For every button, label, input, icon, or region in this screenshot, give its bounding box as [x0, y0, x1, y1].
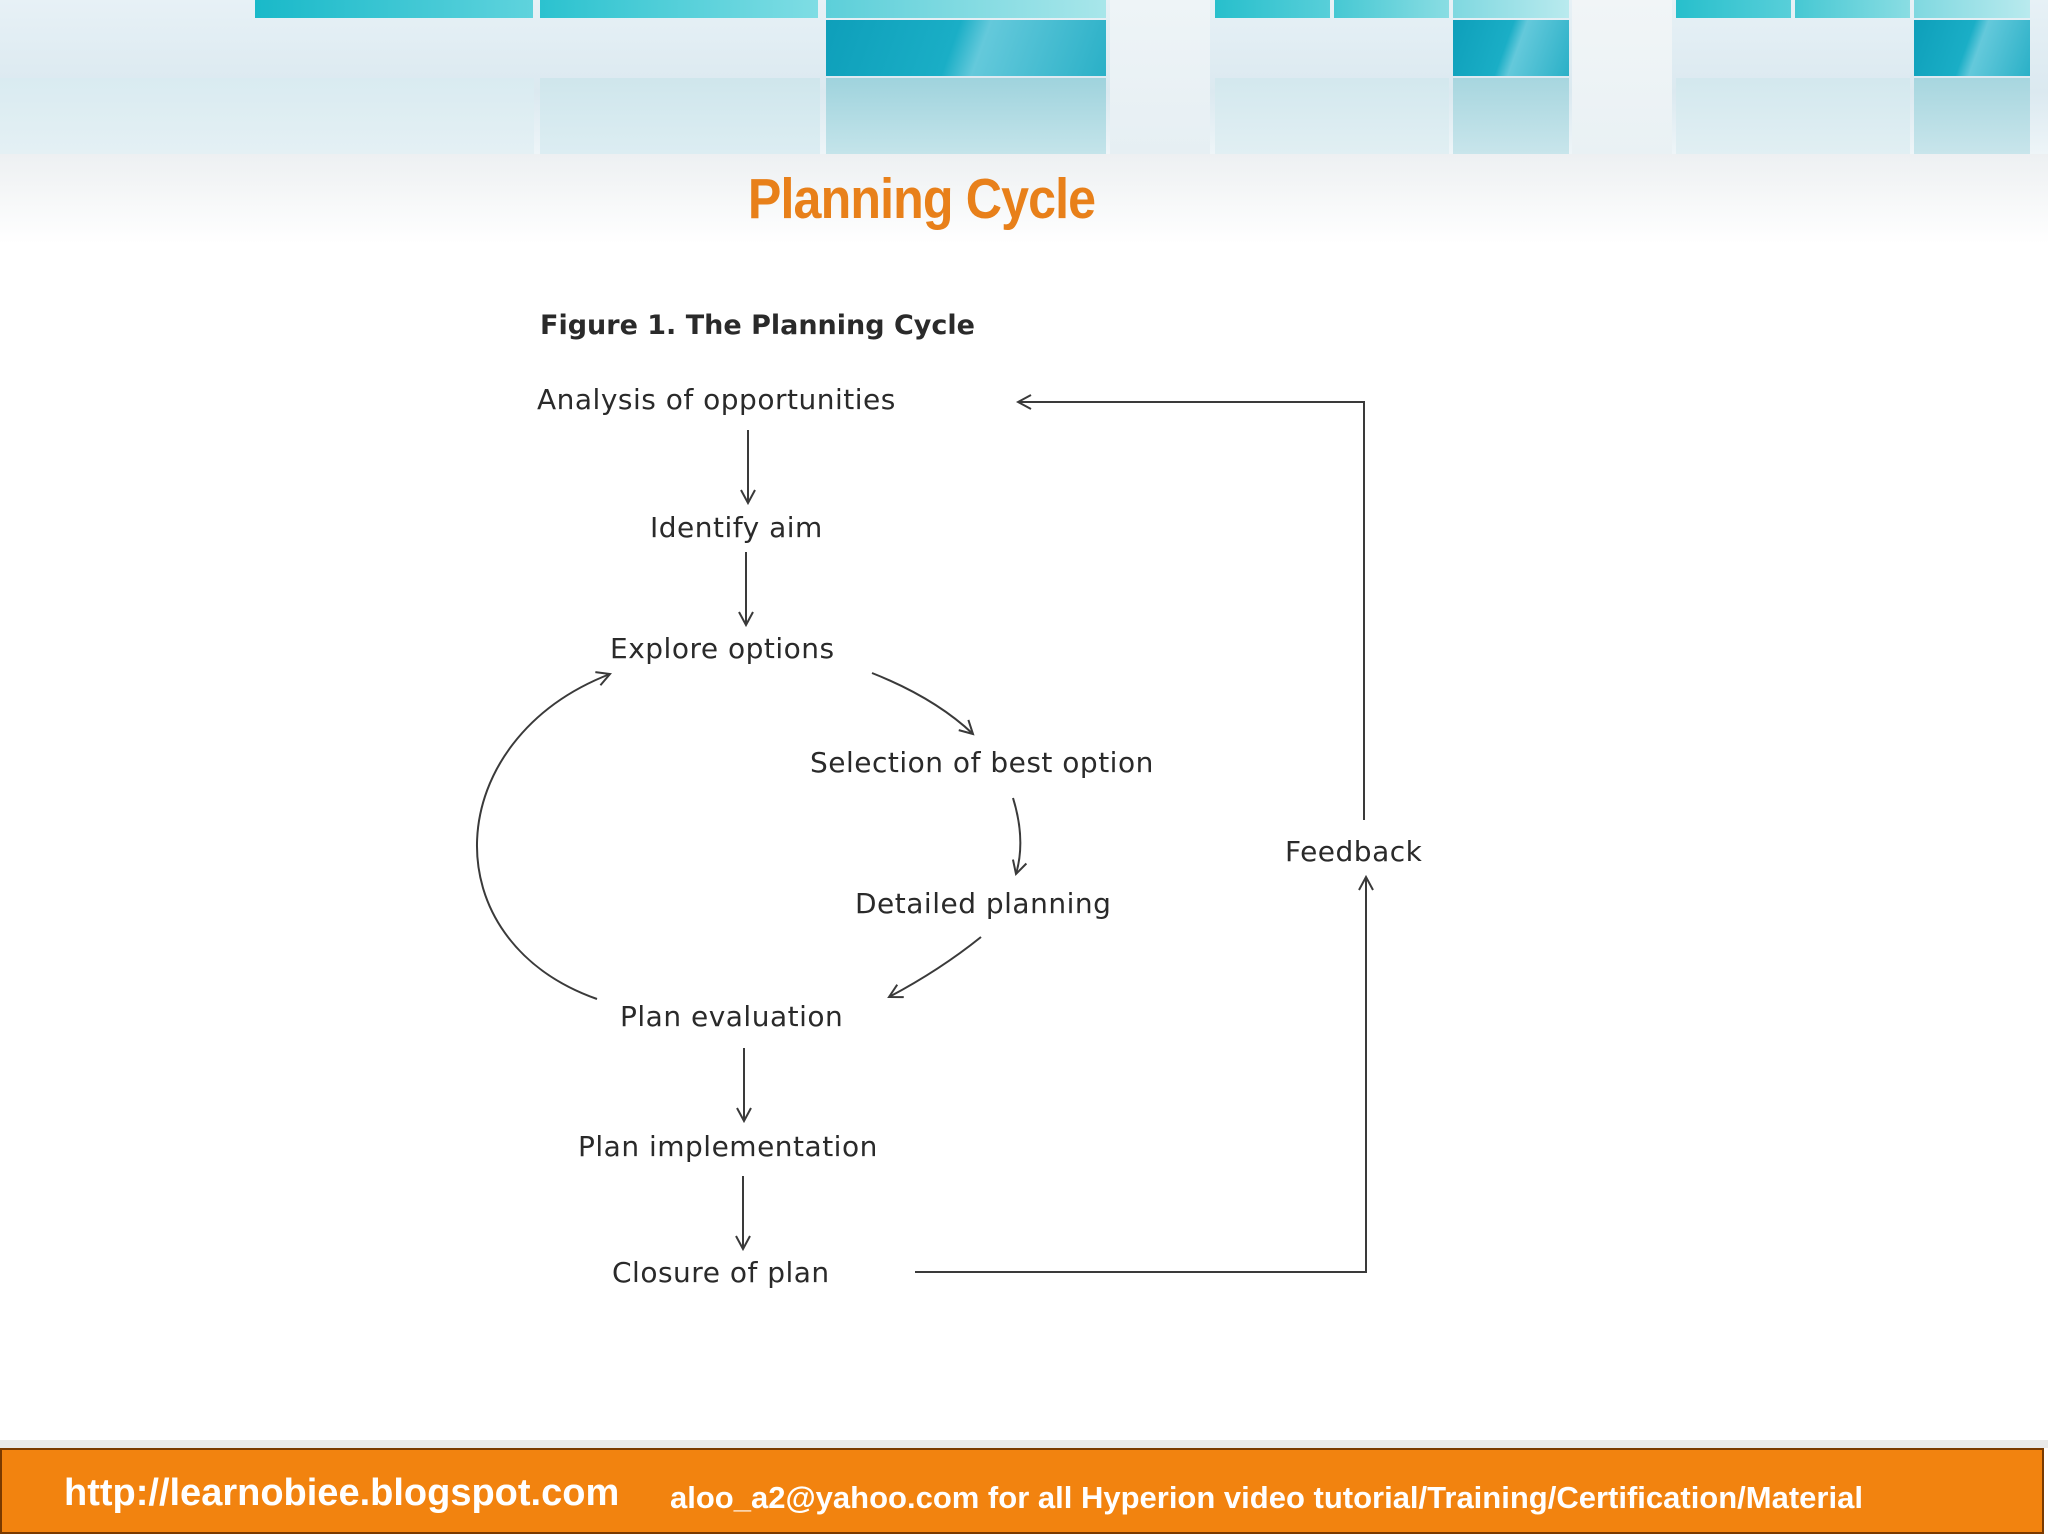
- node-explore-options: Explore options: [610, 632, 835, 665]
- footer-contact-message: aloo_a2@yahoo.com for all Hyperion video…: [670, 1480, 1863, 1515]
- arrow-feedback-to-analysis: [1018, 402, 1365, 820]
- footer-url-link[interactable]: http://learnobiee.blogspot.com: [64, 1472, 620, 1514]
- header-banner: [0, 0, 2048, 154]
- figure-title: Figure 1. The Planning Cycle: [540, 310, 975, 341]
- slide-title: Planning Cycle: [747, 167, 1096, 231]
- node-selection-of-best-option: Selection of best option: [810, 746, 1154, 779]
- arrow-selection-to-detailed-planning: [1013, 797, 1020, 874]
- banner-fade: [0, 154, 2048, 244]
- footer-bar: http://learnobiee.blogspot.com aloo_a2@y…: [0, 1448, 2044, 1534]
- node-plan-evaluation: Plan evaluation: [620, 1000, 843, 1033]
- node-plan-implementation: Plan implementation: [578, 1130, 878, 1163]
- node-feedback: Feedback: [1285, 835, 1423, 868]
- arrow-closure-to-feedback: [915, 877, 1366, 1273]
- node-analysis-of-opportunities: Analysis of opportunities: [537, 383, 896, 416]
- footer-separator: [0, 1440, 2048, 1448]
- arrow-detailed-planning-to-evaluation: [889, 936, 982, 997]
- arrow-evaluation-loop-to-explore: [476, 674, 610, 1000]
- node-detailed-planning: Detailed planning: [855, 887, 1111, 920]
- node-identify-aim: Identify aim: [650, 511, 823, 544]
- arrow-explore-to-selection: [871, 672, 973, 734]
- node-closure-of-plan: Closure of plan: [612, 1256, 830, 1289]
